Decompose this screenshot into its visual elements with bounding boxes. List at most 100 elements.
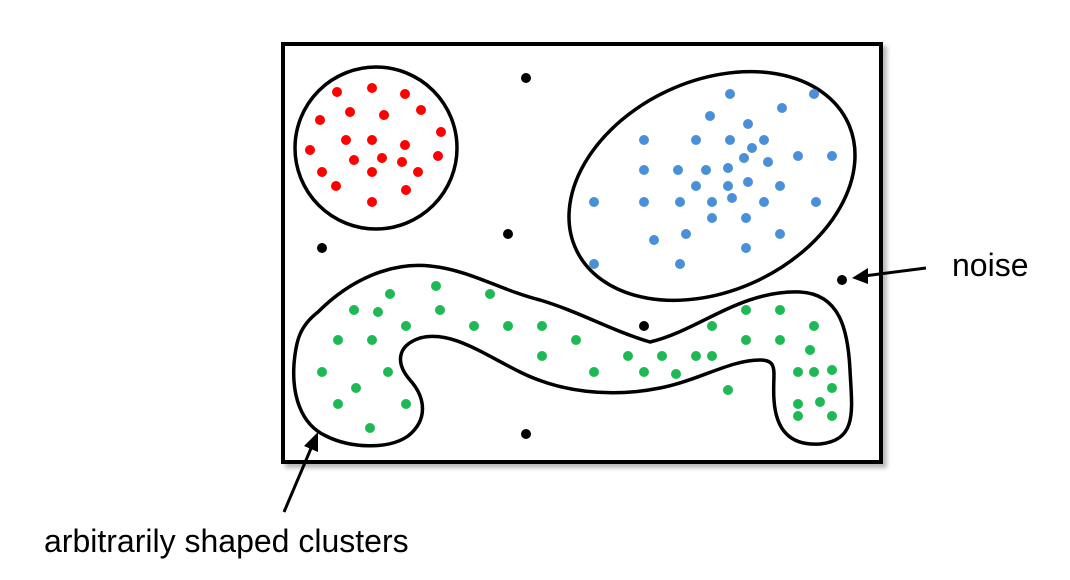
green-point (333, 399, 343, 409)
blue-point (675, 197, 685, 207)
green-point (827, 411, 837, 421)
blue-point (725, 135, 735, 145)
green-point (373, 307, 383, 317)
blue-point (739, 153, 749, 163)
blue-cluster-boundary (567, 69, 857, 303)
green-point (537, 321, 547, 331)
red-point (397, 157, 407, 167)
blue-point (741, 243, 751, 253)
green-point (827, 365, 837, 375)
clusters-arrow (282, 432, 318, 513)
blue-point (747, 143, 757, 153)
red-point (305, 145, 315, 155)
green-point (805, 345, 815, 355)
red-point (413, 167, 423, 177)
red-point (400, 140, 410, 150)
blue-point (725, 89, 735, 99)
blue-point (743, 119, 753, 129)
green-point (485, 289, 495, 299)
blue-point (777, 103, 787, 113)
green-point (707, 351, 717, 361)
green-point (793, 411, 803, 421)
green-point (401, 399, 411, 409)
blue-point (681, 229, 691, 239)
green-point (349, 305, 359, 315)
blue-point (763, 157, 773, 167)
green-point (367, 335, 377, 345)
data-points (305, 73, 847, 439)
blue-point (639, 135, 649, 145)
red-point (367, 167, 377, 177)
red-point (436, 127, 446, 137)
red-point (433, 151, 443, 161)
green-point (435, 305, 445, 315)
blue-point (589, 259, 599, 269)
noise-point (521, 73, 531, 83)
green-point (775, 335, 785, 345)
green-point (741, 305, 751, 315)
green-point (431, 281, 441, 291)
green-point (383, 367, 393, 377)
green-point (671, 369, 681, 379)
green-point (809, 367, 819, 377)
green-point (537, 351, 547, 361)
red-point (379, 110, 389, 120)
noise-point (639, 321, 649, 331)
noise-arrow (852, 266, 927, 284)
red-point (341, 135, 351, 145)
red-point (345, 107, 355, 117)
green-point (707, 321, 717, 331)
blue-point (723, 181, 733, 191)
red-point (400, 89, 410, 99)
blue-point (743, 177, 753, 187)
clusters-label: arbitrarily shaped clusters (44, 523, 409, 559)
green-point (365, 423, 375, 433)
green-point (793, 367, 803, 377)
blue-point (727, 193, 737, 203)
blue-point (675, 259, 685, 269)
green-point (469, 321, 479, 331)
blue-point (701, 165, 711, 175)
green-point (775, 305, 785, 315)
green-point (793, 399, 803, 409)
red-point (317, 167, 327, 177)
red-point (367, 197, 377, 207)
red-point (367, 135, 377, 145)
blue-point (707, 197, 717, 207)
green-point (333, 335, 343, 345)
green-point (503, 321, 513, 331)
green-point (809, 321, 819, 331)
green-point (317, 367, 327, 377)
green-cluster-boundary (291, 263, 854, 448)
green-point (385, 289, 395, 299)
blue-point (775, 229, 785, 239)
red-cluster-boundary (293, 65, 459, 231)
noise-point (317, 243, 327, 253)
green-point (401, 321, 411, 331)
noise-point (503, 229, 513, 239)
green-point (639, 367, 649, 377)
blue-point (639, 165, 649, 175)
green-point (691, 351, 701, 361)
blue-point (673, 165, 683, 175)
green-point (741, 335, 751, 345)
red-point (416, 105, 426, 115)
blue-point (811, 197, 821, 207)
red-point (401, 185, 411, 195)
blue-point (691, 181, 701, 191)
green-point (723, 385, 733, 395)
blue-point (639, 197, 649, 207)
blue-point (809, 89, 819, 99)
blue-point (691, 135, 701, 145)
green-point (815, 397, 825, 407)
blue-point (589, 197, 599, 207)
noise-label: noise (952, 247, 1029, 283)
noise-point (837, 275, 847, 285)
blue-point (707, 213, 717, 223)
blue-point (705, 111, 715, 121)
red-point (367, 83, 377, 93)
green-point (351, 383, 361, 393)
blue-point (759, 135, 769, 145)
green-point (657, 351, 667, 361)
